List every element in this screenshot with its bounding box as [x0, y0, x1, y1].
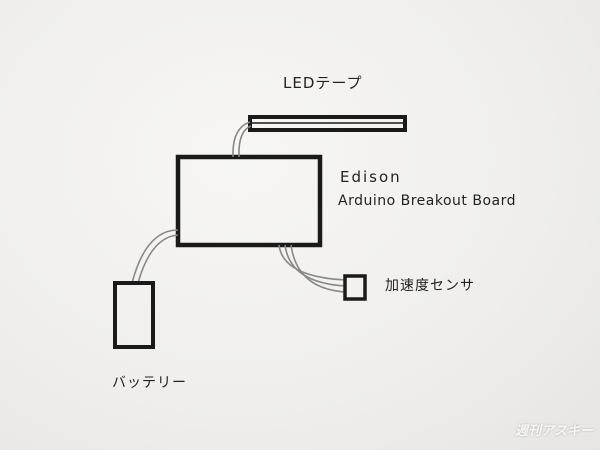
watermark: 週刊アスキー — [515, 424, 594, 439]
wire-led-1 — [232, 121, 251, 158]
edison-board — [175, 154, 323, 248]
board-label-line1: Edison — [340, 168, 402, 186]
led-tape-label: LEDテープ — [283, 74, 363, 92]
board-label-line2: Arduino Breakout Board — [338, 193, 517, 209]
wire-battery-1 — [131, 229, 179, 284]
wire-accel-3 — [290, 244, 347, 293]
battery — [113, 281, 155, 349]
led-tape — [248, 115, 407, 132]
accel-sensor — [343, 274, 367, 301]
wire-led-2 — [238, 125, 252, 158]
wire-accel-1 — [278, 244, 347, 281]
accel-sensor-label: 加速度センサ — [385, 278, 475, 294]
battery-label: バッテリー — [112, 375, 187, 391]
wire-battery-2 — [137, 234, 179, 284]
